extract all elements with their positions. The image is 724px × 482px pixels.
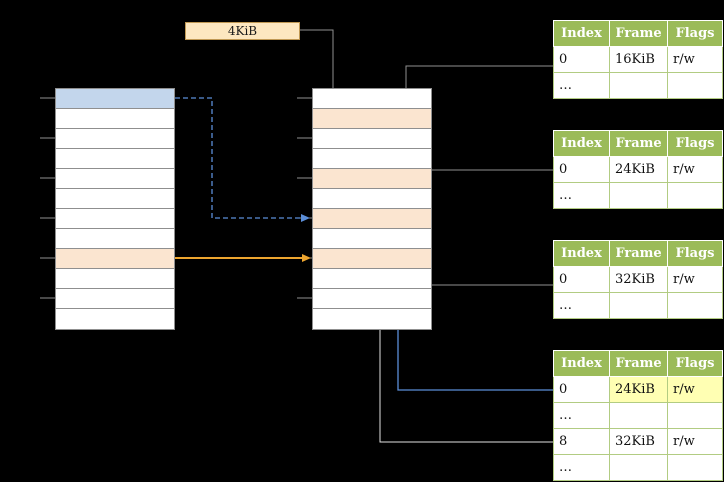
virtual-page-dashed-arrow [175,97,310,222]
level1-table-a-row-0-index: 0 [553,47,610,73]
header-flags: Flags [668,350,723,377]
header-frame: Frame [610,350,668,377]
level1-table-c-row-0-flags: r/w [668,267,723,293]
level1-table-c-row-1-index: … [553,293,610,319]
level2-table-row-3-frame [610,455,668,481]
physical-memory-cell-0 [313,89,431,109]
table2-frame-arrow [416,169,553,210]
header-flags: Flags [668,20,723,47]
level1-table-b-row-1-index: … [553,183,610,209]
header-index: Index [553,350,610,377]
level1-table-b-row-0-flags: r/w [668,157,723,183]
header-flags: Flags [668,130,723,157]
level1-table-a-row-1-flags [668,73,723,99]
physical-memory-cell-11 [313,309,431,329]
virtual-memory-column [55,88,175,330]
physical-memory-cell-5 [313,189,431,209]
tick-marks-physical [297,97,312,299]
virtual-memory-cell-2 [56,129,174,149]
header-index: Index [553,20,610,47]
virtual-memory-cell-0 [56,89,174,109]
level1-table-b-row-0-index: 0 [553,157,610,183]
level2-table-row-3-index: … [553,455,610,481]
level1-table-a-row-0-flags: r/w [668,47,723,73]
level1-table-c-row-1: … [553,293,724,319]
physical-memory-cell-10 [313,289,431,309]
level1-table-c-row-0-frame: 32KiB [610,267,668,293]
virtual-memory-cell-7 [56,229,174,249]
physical-memory-cell-7 [313,229,431,249]
level2-table-row-3: … [553,455,724,481]
level1-table-a-row-1-index: … [553,73,610,99]
header-frame: Frame [610,240,668,267]
physical-memory-cell-3 [313,149,431,169]
physical-memory-cell-2 [313,129,431,149]
virtual-memory-cell-1 [56,109,174,129]
level1-table-b-row-0-frame: 24KiB [610,157,668,183]
level1-table-a-row-0-frame: 16KiB [610,47,668,73]
level1-table-b-row-1: … [553,183,724,209]
level1-table-a-row-1: … [553,73,724,99]
tick-marks-virtual [40,97,55,299]
virtual-memory-cell-6 [56,209,174,229]
level2-table-row-0-flags: r/w [668,377,723,403]
table3-frame-arrow [416,253,553,286]
level2-table-row-2-index: 8 [553,429,610,455]
physical-memory-cell-1 [313,109,431,129]
level2-table-row-0-frame: 24KiB [610,377,668,403]
level2-table-row-0-index: 0 [553,377,610,403]
level2-table-row-2-flags: r/w [668,429,723,455]
virtual-memory-cell-11 [56,309,174,329]
level2-table-row-1-flags [668,403,723,429]
header-frame: Frame [610,20,668,47]
page-size-label: 4KiB [227,24,258,38]
level2-table-row-1: … [553,403,724,429]
level1-table-c-row-1-frame [610,293,668,319]
physical-memory-cell-6 [313,209,431,229]
virtual-memory-cell-3 [56,149,174,169]
header-flags: Flags [668,240,723,267]
header-index: Index [553,240,610,267]
level2-table-row-3-flags [668,455,723,481]
level1-table-c-row-0-index: 0 [553,267,610,293]
physical-memory-cell-9 [313,269,431,289]
level2-table-row-2-frame: 32KiB [610,429,668,455]
virtual-memory-cell-4 [56,169,174,189]
level1-table-b-row-1-frame [610,183,668,209]
header-frame: Frame [610,130,668,157]
virtual-memory-cell-5 [56,189,174,209]
level1-table-b-row-1-flags [668,183,723,209]
virtual-memory-cell-9 [56,269,174,289]
virtual-memory-cell-10 [56,289,174,309]
level2-table-row-1-frame [610,403,668,429]
virtual-memory-cell-8 [56,249,174,269]
header-index: Index [553,130,610,157]
page-size-box: 4KiB [185,22,300,40]
virtual-page-orange-arrow [175,254,311,262]
physical-memory-column [312,88,432,330]
physical-memory-cell-8 [313,249,431,269]
level2-table-row-1-index: … [553,403,610,429]
level1-table-a-row-1-frame [610,73,668,99]
level1-table-c-row-1-flags [668,293,723,319]
physical-memory-cell-4 [313,169,431,189]
